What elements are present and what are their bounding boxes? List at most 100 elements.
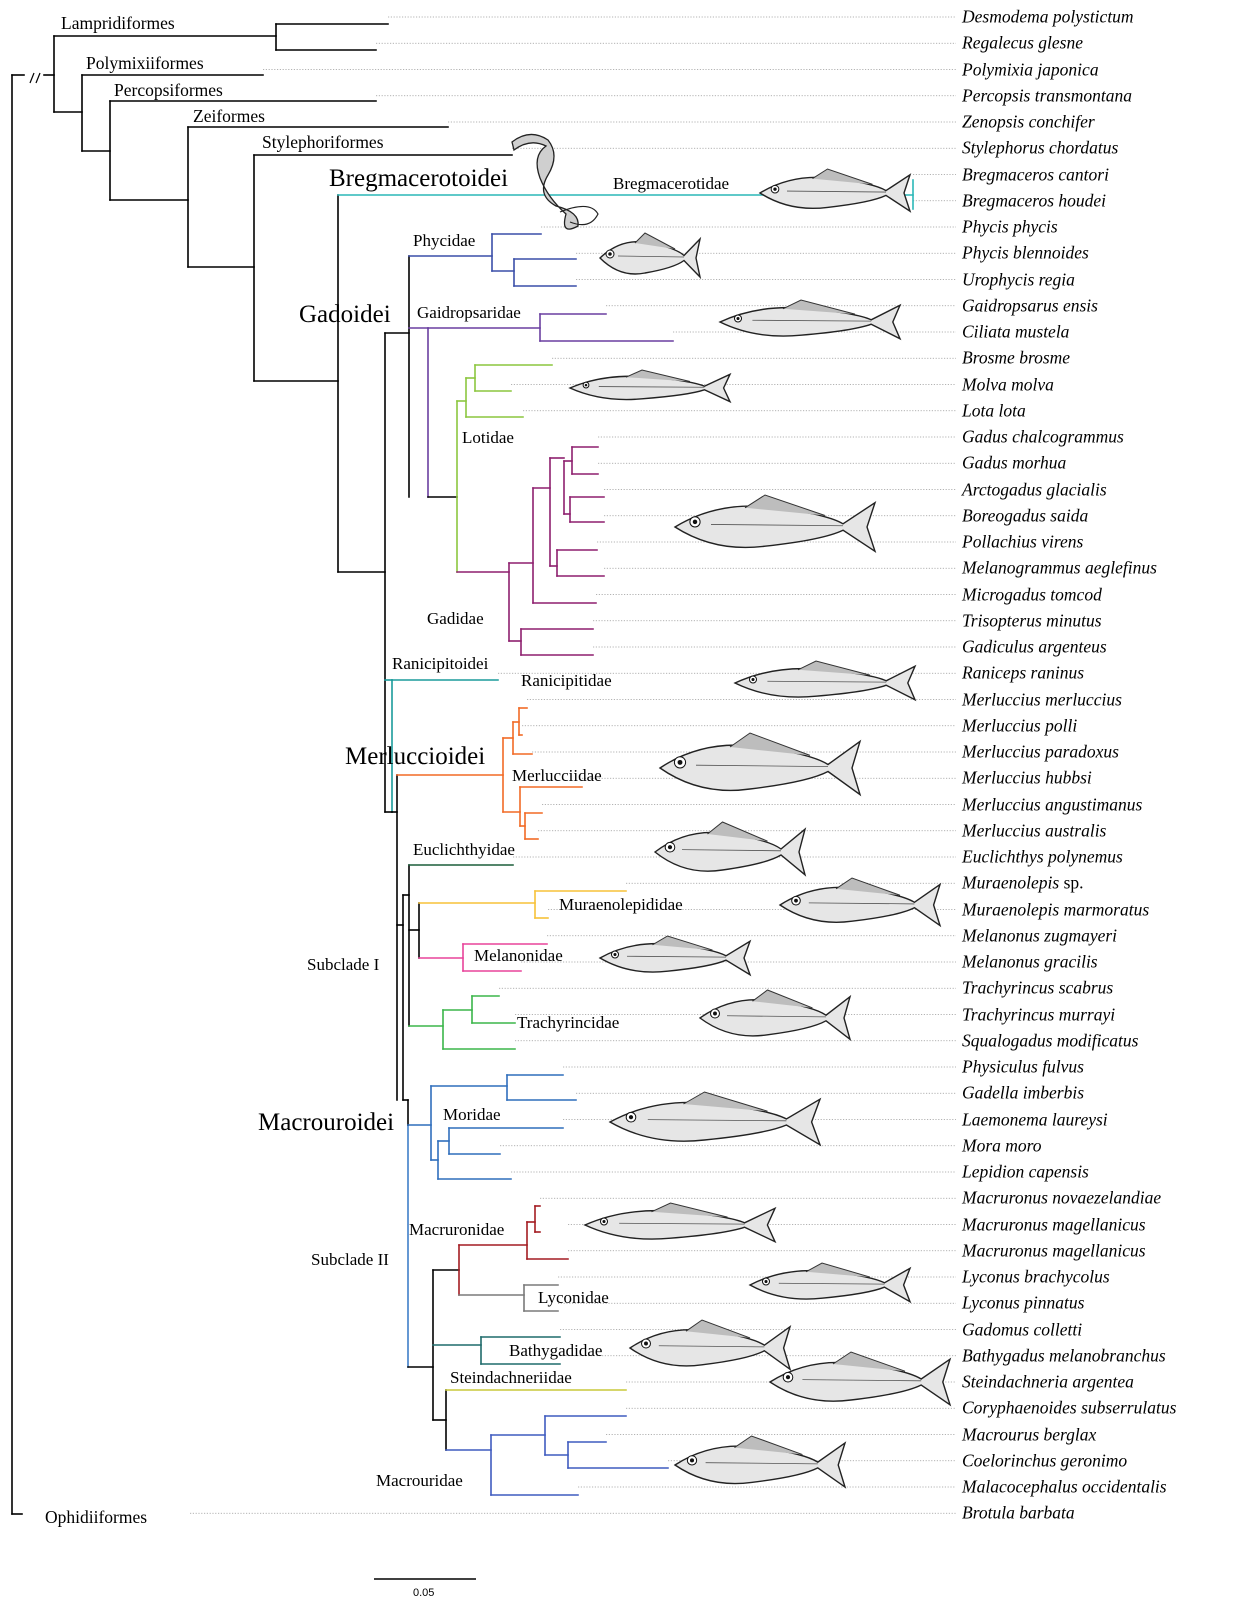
label-bregmacerotidae: Bregmacerotidae (613, 175, 729, 192)
lyconus-fish-illustration (750, 1263, 910, 1302)
species-label: Euclichthys polynemus (962, 848, 1123, 866)
species-label: Mora moro (962, 1137, 1042, 1155)
species-label: Desmodema polystictum (962, 8, 1134, 26)
label-subclade-one: Subclade I (307, 956, 379, 973)
label-merlucciidae: Merlucciidae (512, 767, 602, 784)
species-label: Brotula barbata (962, 1505, 1075, 1523)
label-macrouridae: Macrouridae (376, 1472, 463, 1489)
species-label: Macruronus magellanicus (962, 1242, 1146, 1260)
label-gadoidei: Gadoidei (299, 302, 391, 327)
species-label: Gaidropsarus ensis (962, 297, 1098, 315)
label-merluccioidei: Merluccioidei (345, 744, 485, 769)
label-steindachneriidae: Steindachneriidae (450, 1369, 572, 1386)
species-label: Lepidion capensis (962, 1163, 1089, 1181)
raniceps-fish-illustration (735, 661, 915, 700)
species-label: Gadomus colletti (962, 1321, 1082, 1339)
species-label: Merluccius australis (962, 822, 1106, 840)
bregmaceros-fish-illustration (760, 169, 910, 211)
label-bregmacerotoidei: Bregmacerotoidei (329, 166, 508, 191)
label-trachyrincidae: Trachyrincidae (517, 1014, 619, 1031)
species-label: Merluccius polli (962, 717, 1077, 735)
species-label: Lyconus brachycolus (962, 1268, 1110, 1286)
label-bathygadidae: Bathygadidae (509, 1342, 602, 1359)
species-label: Stylephorus chordatus (962, 140, 1118, 158)
steindachneria-fish-illustration (770, 1352, 950, 1405)
label-moridae: Moridae (443, 1106, 501, 1123)
label-ranicipitidae: Ranicipitidae (521, 672, 612, 689)
species-label: Regalecus glesne (962, 35, 1083, 53)
species-label: Macrourus berglax (962, 1426, 1096, 1444)
muraenolepis-fish-illustration (780, 878, 940, 926)
species-label: Merluccius angustimanus (962, 796, 1142, 814)
label-macrouroidei: Macrouroidei (258, 1110, 394, 1135)
molva-fish-illustration (570, 370, 730, 402)
species-label: Bregmaceros houdei (962, 192, 1106, 210)
label-stylephoriformes: Stylephoriformes (262, 134, 384, 152)
gadus-fish-illustration (675, 495, 875, 551)
species-label: Muraenolepis marmoratus (962, 901, 1149, 919)
species-label: Polymixia japonica (962, 61, 1099, 79)
melanonus-fish-illustration (600, 936, 750, 975)
species-label: Malacocephalus occidentalis (962, 1478, 1167, 1496)
species-label: Raniceps raninus (962, 665, 1084, 683)
euclichthys-fish-illustration (655, 822, 805, 875)
macruronus-fish-illustration (585, 1203, 775, 1242)
stylephorus-fish-illustration (512, 134, 598, 229)
species-label: Gadiculus argenteus (962, 638, 1107, 656)
label-polymixiiformes: Polymixiiformes (86, 55, 204, 73)
species-label: Gadella imberbis (962, 1085, 1084, 1103)
species-label: Macruronus magellanicus (962, 1216, 1146, 1234)
species-label: Melanonus gracilis (962, 953, 1098, 971)
label-euclichthyidae: Euclichthyidae (413, 841, 515, 858)
species-label: Melanogrammus aeglefinus (962, 560, 1157, 578)
label-ophidiiformes: Ophidiiformes (45, 1509, 147, 1527)
species-label: Brosme brosme (962, 350, 1070, 368)
species-label: Trachyrincus scabrus (962, 980, 1113, 998)
species-label: Merluccius hubbsi (962, 770, 1092, 788)
label-lotidae: Lotidae (462, 429, 514, 446)
species-label: Trachyrincus murrayi (962, 1006, 1115, 1024)
species-label: Muraenolepis sp. (962, 875, 1084, 893)
species-label: Lota lota (962, 402, 1026, 420)
species-label: Pollachius virens (962, 533, 1083, 551)
scale-bar-label: 0.05 (413, 1588, 434, 1599)
label-macruronidae: Macruronidae (409, 1221, 504, 1238)
label-subclade-two: Subclade II (311, 1251, 389, 1268)
label-phycidae: Phycidae (413, 232, 475, 249)
moridae-fish-illustration (610, 1092, 820, 1145)
phycis-fish-illustration (600, 233, 700, 277)
label-percopsiformes: Percopsiformes (114, 82, 223, 100)
label-melanonidae: Melanonidae (474, 947, 563, 964)
species-label: Urophycis regia (962, 271, 1075, 289)
species-label: Coelorinchus geronimo (962, 1452, 1127, 1470)
label-zeiformes: Zeiformes (193, 108, 265, 126)
label-lyconidae: Lyconidae (538, 1289, 609, 1306)
species-label: Phycis blennoides (962, 245, 1089, 263)
species-label: Percopsis transmontana (962, 87, 1132, 105)
label-lampridiformes: Lampridiformes (61, 15, 175, 33)
species-label: Gadus morhua (962, 455, 1066, 473)
bathygadus-fish-illustration (630, 1320, 790, 1369)
species-label: Molva molva (962, 376, 1054, 394)
fish-illustrations (512, 134, 950, 1487)
species-label: Boreogadus saida (962, 507, 1088, 525)
species-label: Physiculus fulvus (962, 1058, 1084, 1076)
species-label: Melanonus zugmayeri (962, 927, 1117, 945)
species-label: Trisopterus minutus (962, 612, 1102, 630)
species-label: Merluccius merluccius (962, 691, 1122, 709)
label-gadidae: Gadidae (427, 610, 484, 627)
species-label: Coryphaenoides subserrulatus (962, 1400, 1176, 1418)
label-ranicipitoidei: Ranicipitoidei (392, 655, 488, 672)
species-label: Zenopsis conchifer (962, 113, 1095, 131)
break-mark (30, 73, 40, 83)
species-label: Laemonema laureysi (962, 1111, 1108, 1129)
merluccius-fish-illustration (660, 733, 860, 795)
label-gaidropsaridae: Gaidropsaridae (417, 304, 521, 321)
species-label: Bathygadus melanobranchus (962, 1347, 1166, 1365)
species-label: Ciliata mustela (962, 323, 1069, 341)
species-label: Lyconus pinnatus (962, 1295, 1084, 1313)
trachyrincus-fish-illustration (700, 990, 850, 1039)
species-label: Gadus chalcogrammus (962, 428, 1124, 446)
label-muraenolepididae: Muraenolepididae (559, 896, 683, 913)
species-label: Microgadus tomcod (962, 586, 1102, 604)
